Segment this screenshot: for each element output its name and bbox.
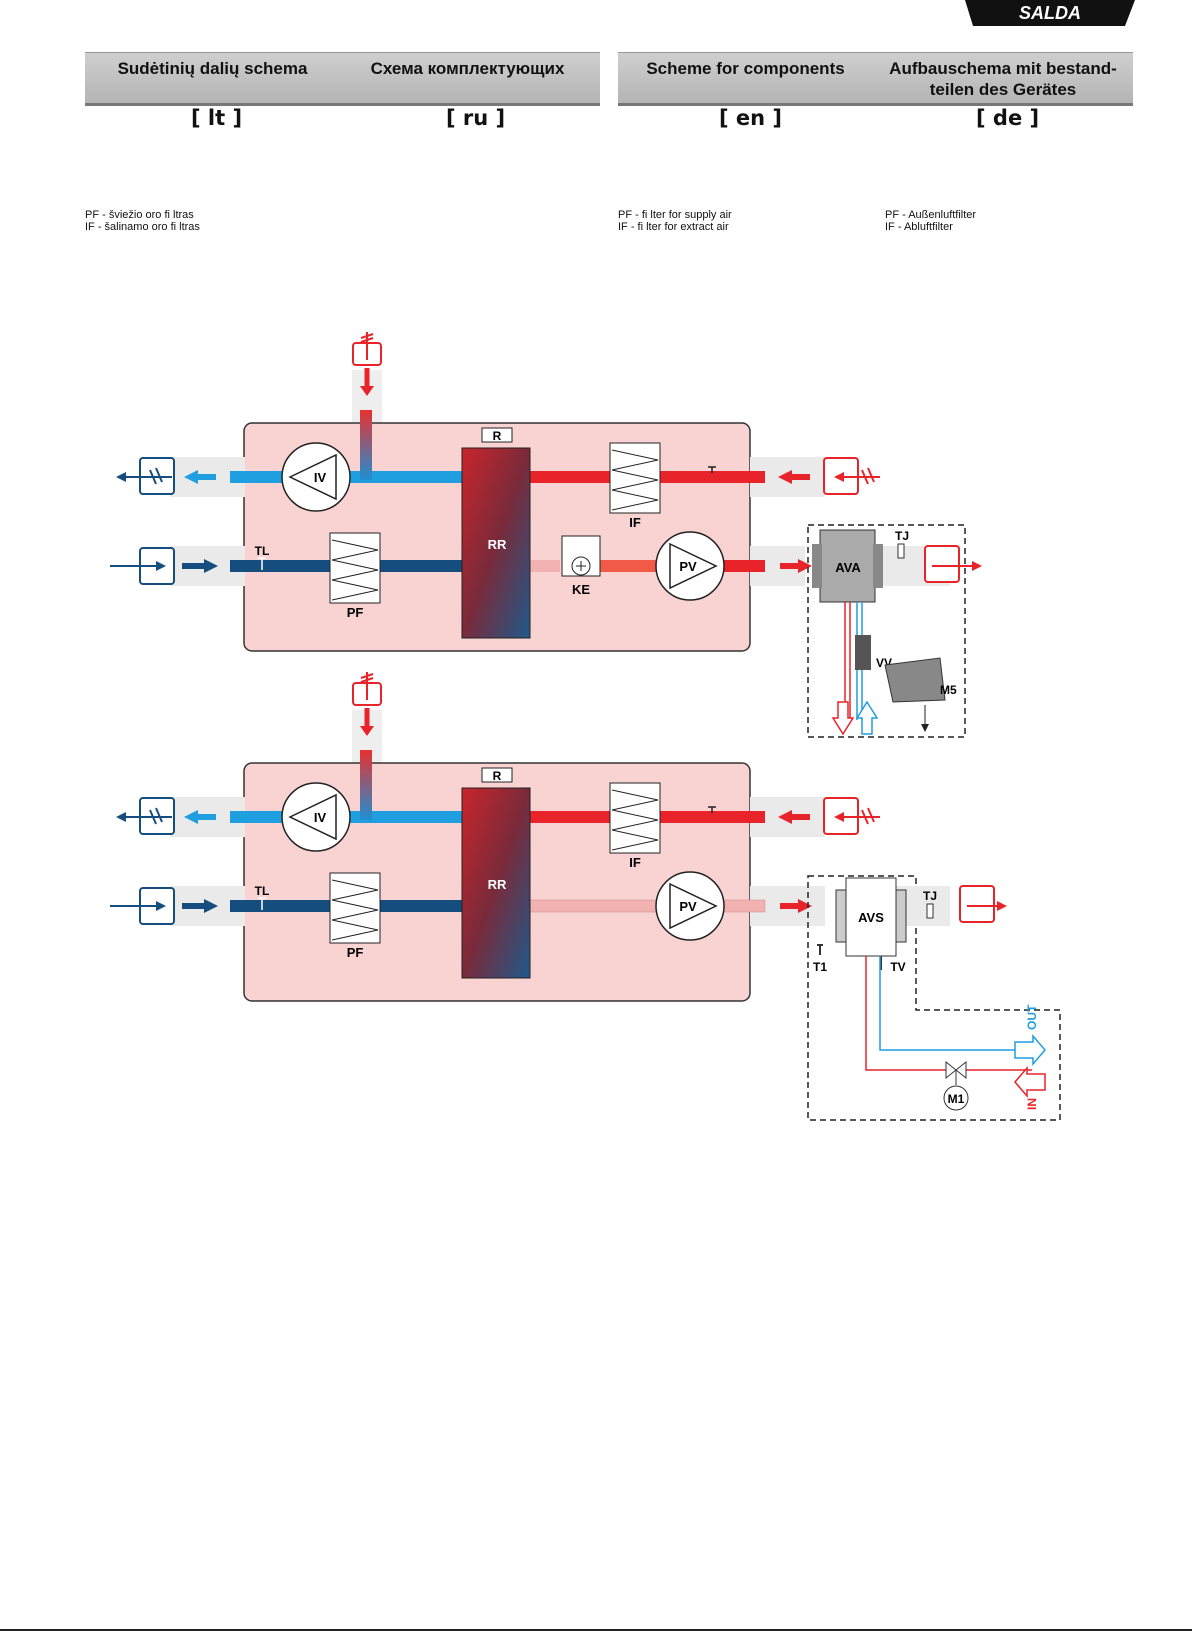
label-t1: T1 bbox=[813, 960, 827, 974]
lang-de: [ de ] bbox=[976, 106, 1040, 130]
label-ava: AVA bbox=[835, 560, 861, 575]
unit1-rotor-rr bbox=[461, 447, 531, 639]
unit2-water-heater-avs-group: AVS TJ T1 TV M1 OUT IN bbox=[807, 875, 1061, 1121]
unit2-filter-pf bbox=[329, 872, 381, 944]
unit2-label-pv: PV bbox=[679, 899, 697, 914]
unit1-label-rr: RR bbox=[488, 537, 507, 552]
legend-de: PF - Außenluftfilter IF - Abluftfilter bbox=[885, 209, 976, 233]
unit1-exhaust-fan-iv bbox=[281, 442, 351, 512]
unit2-supply-damper bbox=[959, 885, 995, 923]
unit1-supply-damper bbox=[924, 545, 960, 583]
unit2-label-if: IF bbox=[629, 855, 641, 870]
brand-logo-text: SALDA bbox=[1019, 3, 1081, 23]
unit2-label-r: R bbox=[493, 769, 502, 783]
unit1-label-tj: TJ bbox=[895, 529, 909, 543]
footer-line bbox=[0, 1629, 1192, 1631]
unit2-filter-if bbox=[609, 782, 661, 854]
label-m5: M5 bbox=[940, 683, 957, 697]
label-out: OUT bbox=[1025, 1004, 1039, 1030]
header-title-de-line1: Aufbauschema mit bestand- bbox=[889, 59, 1117, 78]
label-tv: TV bbox=[890, 960, 905, 974]
unit-1: R RR IV IF PF TL KE PV bbox=[110, 332, 880, 652]
header-bar-lt-ru: Sudėtinių dalių schema Схема комплектующ… bbox=[85, 52, 600, 106]
unit1-label-tl: TL bbox=[255, 544, 270, 558]
unit2-supply-fan-pv bbox=[655, 871, 725, 941]
header-bar-en-de: Scheme for components Aufbauschema mit b… bbox=[618, 52, 1133, 106]
header-title-de-line2: teilen des Gerätes bbox=[929, 80, 1077, 99]
unit1-water-heater-ava-group: AVA TJ VV M5 bbox=[807, 524, 982, 738]
header-title-de: Aufbauschema mit bestand- teilen des Ger… bbox=[878, 58, 1128, 100]
legend-lt: PF - šviežio oro fi ltras IF - šalinamo … bbox=[85, 209, 200, 233]
label-m1: M1 bbox=[948, 1092, 965, 1106]
legend-en-pf: PF - fi lter for supply air bbox=[618, 209, 732, 221]
unit2-label-tl: TL bbox=[255, 884, 270, 898]
unit1-filter-pf bbox=[329, 532, 381, 604]
unit2-exhaust-fan-iv bbox=[281, 782, 351, 852]
label-in: IN bbox=[1025, 1098, 1039, 1110]
unit-2: R RR IV IF PF TL PV bbox=[110, 672, 880, 1002]
header-title-lt: Sudėtinių dalių schema bbox=[117, 59, 308, 78]
header-title-ru: Схема комплектующих bbox=[370, 59, 565, 78]
unit2-label-rr: RR bbox=[488, 877, 507, 892]
unit1-ava-heater bbox=[819, 529, 876, 603]
unit1-label-ke: KE bbox=[572, 582, 590, 597]
unit1-filter-if bbox=[609, 442, 661, 514]
legend-en-if: IF - fi lter for extract air bbox=[618, 221, 729, 233]
legend-lt-if: IF - šalinamo oro fi ltras bbox=[85, 221, 200, 233]
unit1-label-if: IF bbox=[629, 515, 641, 530]
legend-de-pf: PF - Außenluftfilter bbox=[885, 209, 977, 221]
legend-de-if: IF - Abluftfilter bbox=[885, 221, 953, 233]
unit2-avs-heater bbox=[845, 877, 897, 957]
label-avs: AVS bbox=[858, 910, 884, 925]
brand-logo: SALDA bbox=[965, 0, 1135, 33]
unit2-rotor-rr bbox=[461, 787, 531, 979]
unit2-label-tj: TJ bbox=[923, 889, 937, 903]
actuator-m5 bbox=[884, 657, 946, 703]
unit1-label-pv: PV bbox=[679, 559, 697, 574]
lang-lt: [ lt ] bbox=[191, 106, 243, 130]
actuator-m1 bbox=[943, 1085, 969, 1111]
unit1-label-pf: PF bbox=[347, 605, 364, 620]
unit1-label-r: R bbox=[493, 429, 502, 443]
unit2-label-pf: PF bbox=[347, 945, 364, 960]
lang-en: [ en ] bbox=[719, 106, 783, 130]
header-title-en: Scheme for components bbox=[646, 59, 845, 78]
component-scheme-diagram: R RR IV IF PF TL KE PV bbox=[110, 332, 1061, 1121]
label-vv-valve bbox=[855, 635, 871, 670]
unit2-label-iv: IV bbox=[314, 810, 327, 825]
legend-en: PF - fi lter for supply air IF - fi lter… bbox=[618, 209, 732, 233]
unit1-label-iv: IV bbox=[314, 470, 327, 485]
lang-ru: [ ru ] bbox=[446, 106, 506, 130]
unit1-supply-fan-pv bbox=[655, 531, 725, 601]
legend-lt-pf: PF - šviežio oro fi ltras bbox=[85, 209, 194, 221]
